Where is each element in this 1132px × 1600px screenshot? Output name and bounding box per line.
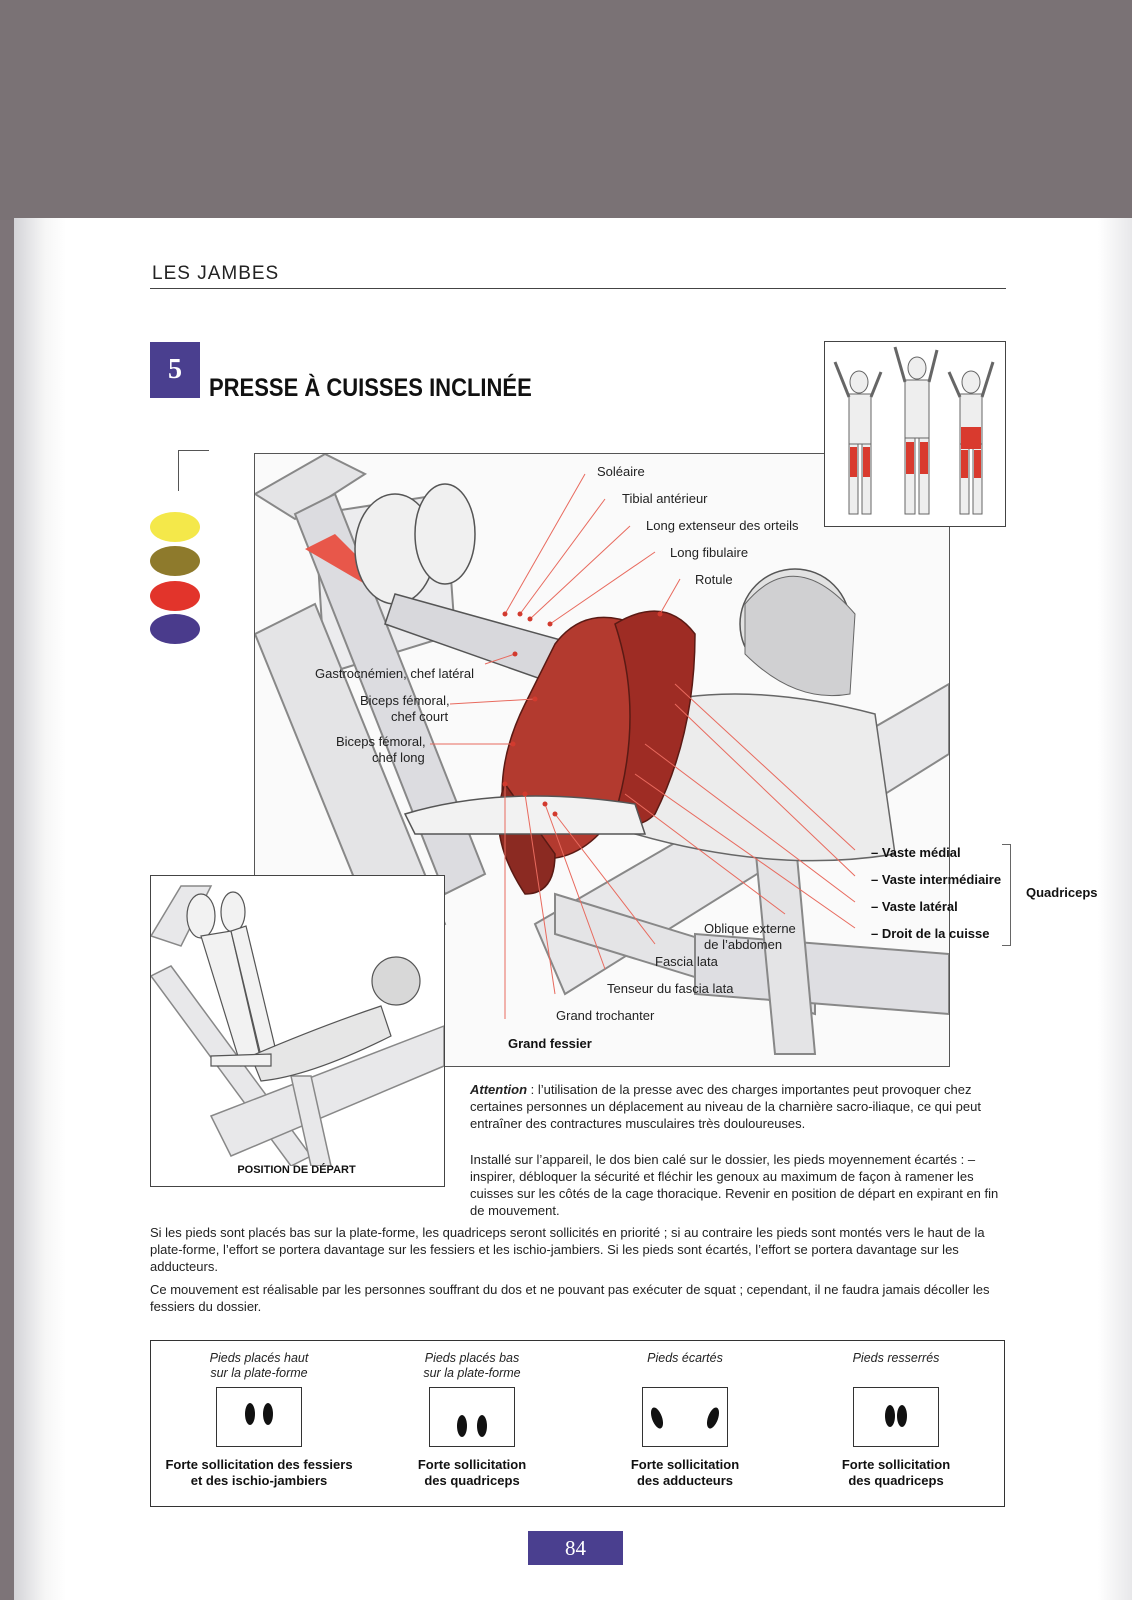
feet-diagram <box>429 1387 515 1447</box>
label-biceps-long-1: Biceps fémoral, <box>336 734 426 749</box>
foot-caption-1: Forte sollicitation <box>630 1457 740 1472</box>
label-quadriceps: Quadriceps <box>1026 885 1098 900</box>
foot-caption-1: Forte sollicitation <box>417 1457 527 1472</box>
label-biceps-court-1: Biceps fémoral, <box>360 693 450 708</box>
feet-icon <box>650 1407 720 1429</box>
foot-caption-2: et des ischio-jambiers <box>190 1473 328 1488</box>
foot-caption-1: Forte sollicitation <box>841 1457 951 1472</box>
legend-dot-red <box>150 581 200 611</box>
label-grand-fessier: Grand fessier <box>508 1036 592 1051</box>
label-biceps-court-2: chef court <box>391 709 449 724</box>
start-position-caption: POSITION DE DÉPART <box>237 1164 356 1176</box>
label-fibulaire: Long fibulaire <box>670 545 749 560</box>
foot-caption-2: des adducteurs <box>636 1473 734 1488</box>
label-tenseur: Tenseur du fascia lata <box>607 981 734 996</box>
label-vaste-intermediaire: – Vaste intermédiaire <box>871 872 1002 887</box>
label-extenseur: Long extenseur des orteils <box>646 518 799 533</box>
feet-icon <box>457 1415 487 1437</box>
foot-caption-2: des quadriceps <box>424 1473 520 1488</box>
feet-diagram <box>642 1387 728 1447</box>
foot-caption-2: des quadriceps <box>848 1473 944 1488</box>
foot-position-wide: Pieds écartés Forte sollicitation des ad… <box>585 1351 785 1489</box>
label-vaste-lateral: – Vaste latéral <box>871 899 958 914</box>
legend-dot-yellow <box>150 512 200 542</box>
attention-label: Attention <box>470 1082 528 1097</box>
exercise-title: PRESSE À CUISSES INCLINÉE <box>209 374 532 402</box>
instructions-paragraph: Installé sur l’appareil, le dos bien cal… <box>470 1152 999 1218</box>
exercise-number: 5 <box>150 342 200 398</box>
foot-title-1: Pieds resserrés <box>852 1351 940 1365</box>
feet-icon <box>245 1403 273 1425</box>
foot-title-2: sur la plate-forme <box>423 1366 521 1380</box>
main-illustration <box>253 452 950 1067</box>
foot-title-1: Pieds placés bas <box>424 1351 520 1365</box>
scan-background <box>0 0 1132 220</box>
foot-position-high: Pieds placés haut sur la plate-forme For… <box>159 1351 359 1489</box>
foot-title-1: Pieds placés haut <box>209 1351 309 1365</box>
legend-bracket <box>178 450 209 491</box>
leg-press-drawing <box>253 452 950 1055</box>
label-tibial: Tibial antérieur <box>622 491 708 506</box>
legend-dot-olive <box>150 546 200 576</box>
label-soleaire: Soléaire <box>597 464 645 479</box>
label-gastrocnemien: Gastrocnémien, chef latéral <box>315 666 474 681</box>
feet-position-paragraph: Si les pieds sont placés bas sur la plat… <box>150 1225 985 1274</box>
attention-paragraph: Attention : l’utilisation de la presse a… <box>470 1081 1005 1132</box>
legend-dot-violet <box>150 614 200 644</box>
label-oblique-2: de l’abdomen <box>704 937 783 952</box>
start-position-illustration <box>149 875 445 1187</box>
foot-position-narrow: Pieds resserrés Forte sollicitation des … <box>796 1351 996 1489</box>
label-rotule: Rotule <box>695 572 733 587</box>
feet-diagram <box>216 1387 302 1447</box>
muscle-map-thumbnail <box>824 341 1006 527</box>
foot-title-2: sur la plate-forme <box>210 1366 308 1380</box>
back-pain-paragraph: Ce mouvement est réalisable par les pers… <box>150 1282 990 1314</box>
quadriceps-bracket <box>1002 844 1011 946</box>
foot-position-low: Pieds placés bas sur la plate-forme Fort… <box>372 1351 572 1489</box>
page-number: 84 <box>528 1531 623 1565</box>
page-gutter-shadow <box>14 218 66 1600</box>
foot-title-1: Pieds écartés <box>647 1351 723 1365</box>
feet-icon <box>885 1405 907 1427</box>
foot-caption-1: Forte sollicitation des fessiers <box>165 1457 353 1472</box>
feet-positions-panel: Pieds placés haut sur la plate-forme For… <box>150 1340 1005 1507</box>
label-oblique-1: Oblique externe <box>704 921 796 936</box>
section-rule <box>150 288 1006 289</box>
label-droit-cuisse: – Droit de la cuisse <box>871 926 990 941</box>
push-arrow <box>305 534 375 584</box>
section-title: LES JAMBES <box>152 263 280 284</box>
page-right-edge <box>1098 218 1132 1600</box>
attention-body: : l’utilisation de la presse avec des ch… <box>470 1082 981 1131</box>
label-biceps-long-2: chef long <box>372 750 425 765</box>
feet-diagram <box>853 1387 939 1447</box>
label-fascia-lata: Fascia lata <box>655 954 718 969</box>
label-grand-trochanter: Grand trochanter <box>556 1008 655 1023</box>
label-vaste-medial: – Vaste médial <box>871 845 961 860</box>
